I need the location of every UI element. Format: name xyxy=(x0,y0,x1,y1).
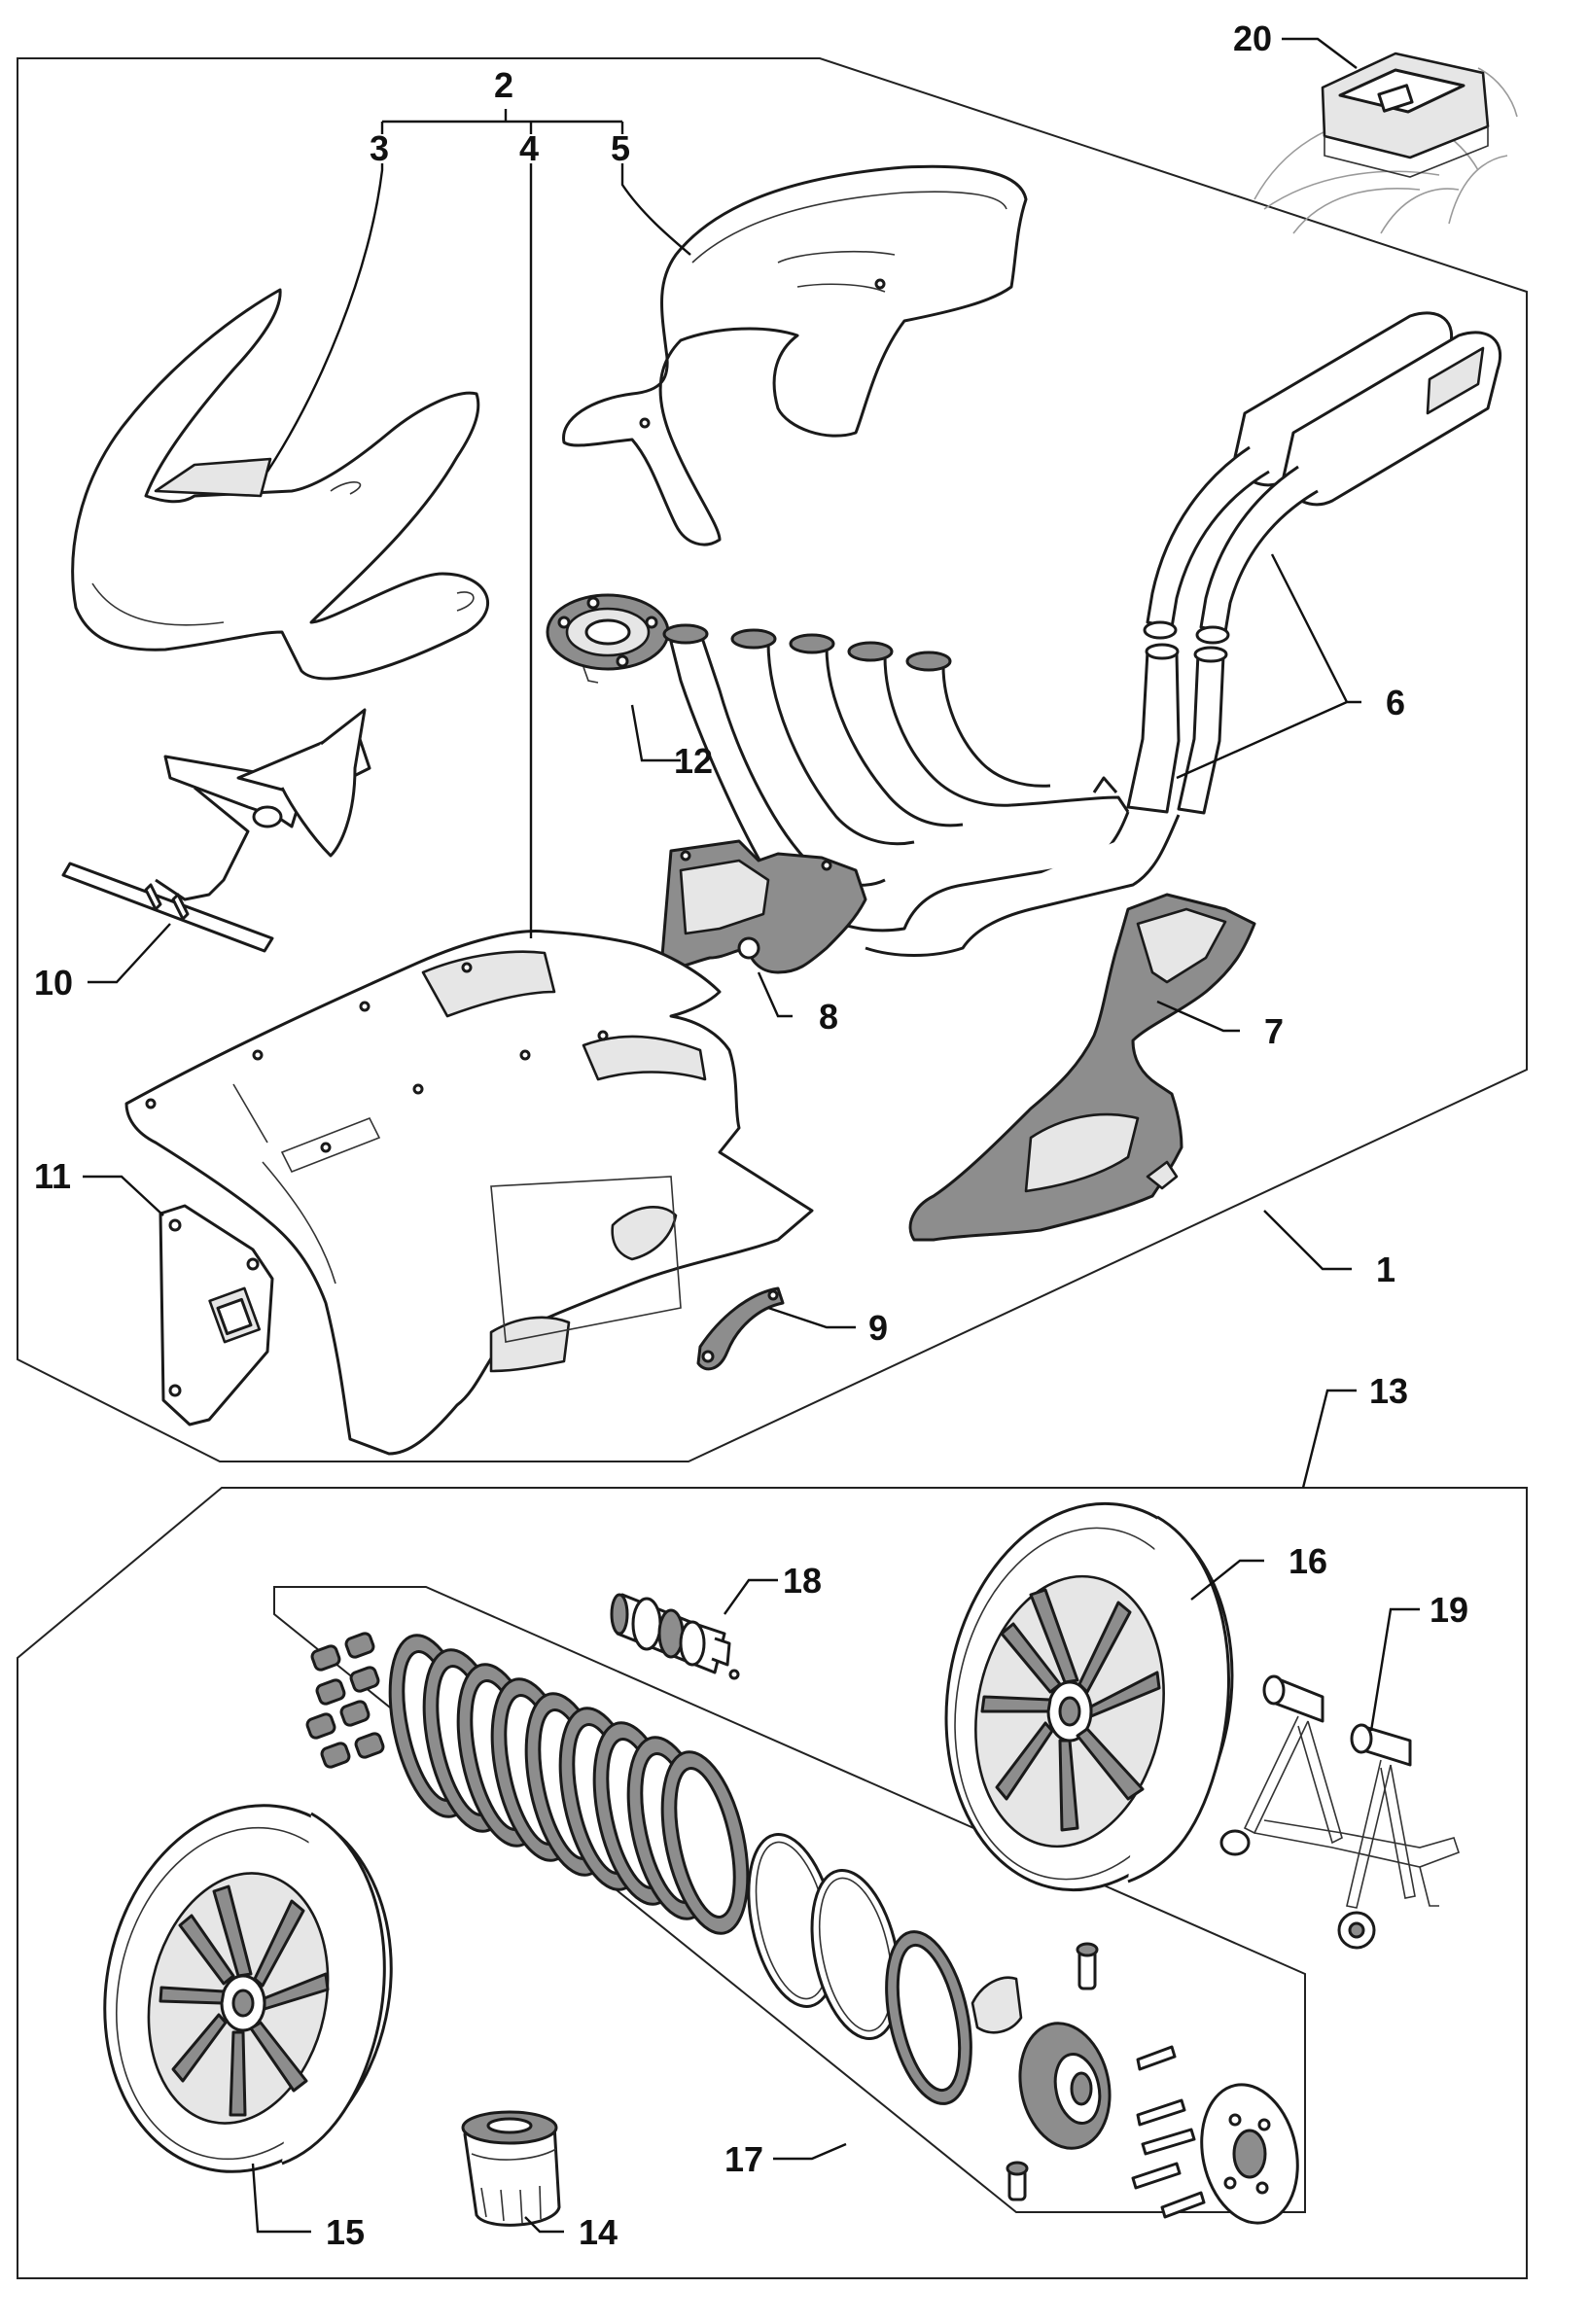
front-fairing-3 xyxy=(71,288,489,681)
tail-seat-5 xyxy=(562,164,1028,546)
kit-13-frame xyxy=(17,1487,1528,2279)
callout-labels: 20 2 3 4 5 6 12 8 7 10 11 1 9 13 18 16 1… xyxy=(34,18,1468,2252)
label-3: 3 xyxy=(370,128,389,168)
label-19: 19 xyxy=(1430,1590,1468,1630)
label-14: 14 xyxy=(579,2212,618,2252)
label-11: 11 xyxy=(34,1156,71,1196)
ring-clamp-9 xyxy=(696,1286,785,1371)
paddock-stand-19 xyxy=(1219,1674,1461,1950)
clutch-springs xyxy=(305,1632,385,1769)
label-10: 10 xyxy=(34,963,73,1003)
clutch-plates-stack xyxy=(388,1634,750,1935)
label-5: 5 xyxy=(611,128,630,168)
label-13: 13 xyxy=(1369,1371,1408,1411)
label-8: 8 xyxy=(819,997,838,1037)
label-17: 17 xyxy=(724,2139,763,2179)
label-20: 20 xyxy=(1233,18,1272,58)
front-wheel-spokes xyxy=(159,1884,330,2117)
label-18: 18 xyxy=(783,1561,822,1601)
label-12: 12 xyxy=(674,741,713,781)
ecu-unit-20 xyxy=(1254,52,1518,234)
label-4: 4 xyxy=(519,128,539,168)
label-7: 7 xyxy=(1264,1011,1284,1051)
label-9: 9 xyxy=(868,1308,888,1348)
rear-wheel-spokes xyxy=(980,1588,1161,1832)
label-6: 6 xyxy=(1386,683,1405,722)
label-16: 16 xyxy=(1289,1541,1327,1581)
gear-selector-drum-18 xyxy=(610,1593,740,1680)
rear-wheel-16 xyxy=(944,1501,1234,1892)
clutch-kit-17-frame xyxy=(273,1586,1306,2213)
front-stand-10 xyxy=(61,708,371,953)
heat-shield-8 xyxy=(659,839,867,974)
front-wheel-15 xyxy=(103,1804,393,2173)
label-1: 1 xyxy=(1376,1250,1395,1289)
bracket-plate-11 xyxy=(159,1204,274,1426)
oil-filter-14 xyxy=(461,2110,561,2227)
leader-lines xyxy=(83,37,1420,2234)
fuel-cap-12 xyxy=(546,593,670,684)
kit-1-frame xyxy=(17,57,1528,1462)
clutch-kit-17 xyxy=(305,1632,1299,2225)
pressure-studs xyxy=(1131,2045,1206,2219)
carbon-cover-7 xyxy=(908,893,1256,1242)
label-15: 15 xyxy=(326,2212,365,2252)
lower-fairing-4 xyxy=(124,930,814,1456)
label-2: 2 xyxy=(494,65,513,105)
